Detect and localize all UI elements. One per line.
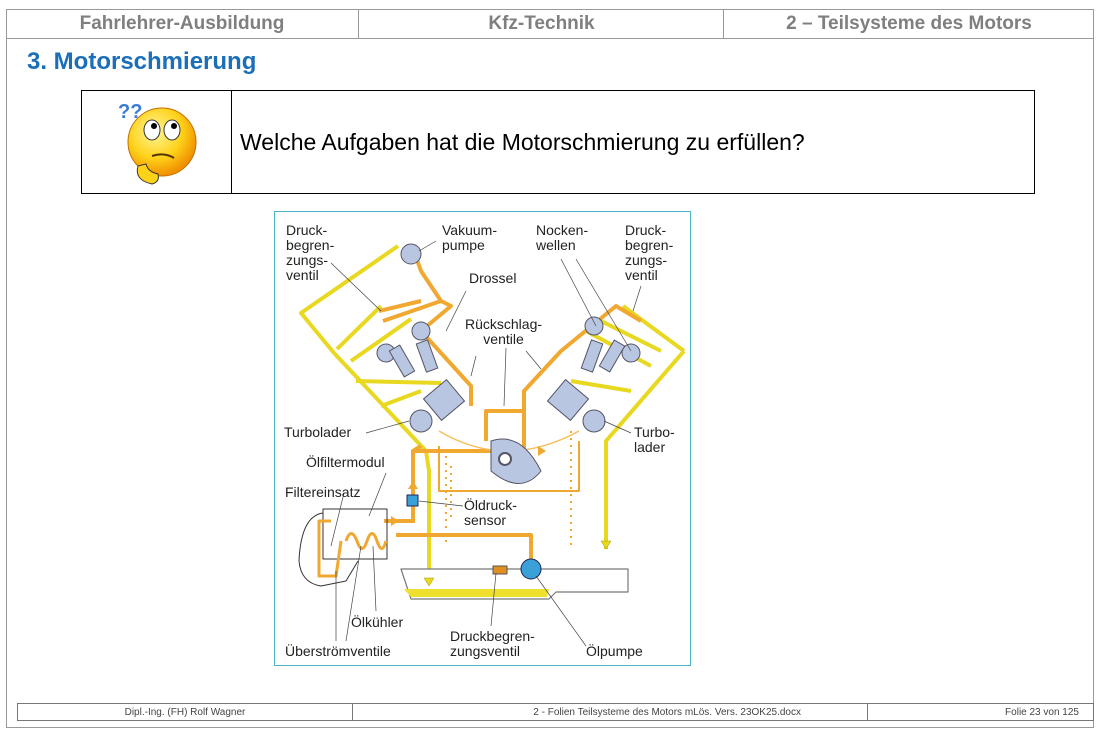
footer-slide-number: Folie 23 von 125: [867, 703, 1094, 721]
label-oeldrucksensor: Öldruck- sensor: [464, 497, 517, 528]
label-rueckschlagventile: Rückschlag- ventile: [465, 316, 543, 347]
slide-frame: [6, 9, 1094, 728]
engine-lubrication-illustration: [298, 240, 686, 647]
label-turbolader-left: Turbolader: [284, 424, 352, 440]
question-text: Welche Aufgaben hat die Motorschmierung …: [240, 128, 805, 155]
header-course: Fahrlehrer-Ausbildung: [6, 9, 358, 39]
label-druckbegrenzungsventil-right: Druck- begren- zungs- ventil: [625, 222, 674, 283]
lubrication-diagram: Druck- begren- zungs- ventil Vakuum- pum…: [274, 211, 691, 666]
header-chapter: 2 – Teilsysteme des Motors: [723, 9, 1094, 39]
footer-author: Dipl.-Ing. (FH) Rolf Wagner: [17, 703, 353, 721]
label-oelpumpe: Ölpumpe: [586, 643, 643, 659]
thinking-emoji-icon: ??: [82, 91, 232, 193]
label-vakuumpumpe: Vakuum- pumpe: [442, 222, 497, 253]
label-filtereinsatz: Filtereinsatz: [285, 484, 361, 500]
label-druckbegrenzungsventil-left: Druck- begren- zungs- ventil: [286, 222, 335, 283]
label-oelfiltermodul: Ölfiltermodul: [306, 454, 385, 470]
label-drossel: Drossel: [469, 270, 517, 286]
label-oelkuehler: Ölkühler: [351, 614, 404, 630]
label-druckbegrenzungsventil-bottom: Druckbegren- zungsventil: [450, 628, 535, 659]
svg-text:??: ??: [118, 101, 142, 123]
label-ueberstroemventile: Überströmventile: [285, 643, 391, 659]
label-turbolader-right: Turbo- lader: [634, 424, 675, 455]
header-subject: Kfz-Technik: [358, 9, 724, 39]
label-nockenwellen: Nocken- wellen: [536, 222, 589, 253]
question-box: ?? Welche Aufgaben hat die Motorschmieru…: [81, 90, 1035, 194]
footer-filename: 2 - Folien Teilsysteme des Motors mLös. …: [352, 703, 868, 721]
page-title: 3. Motorschmierung: [27, 48, 257, 75]
